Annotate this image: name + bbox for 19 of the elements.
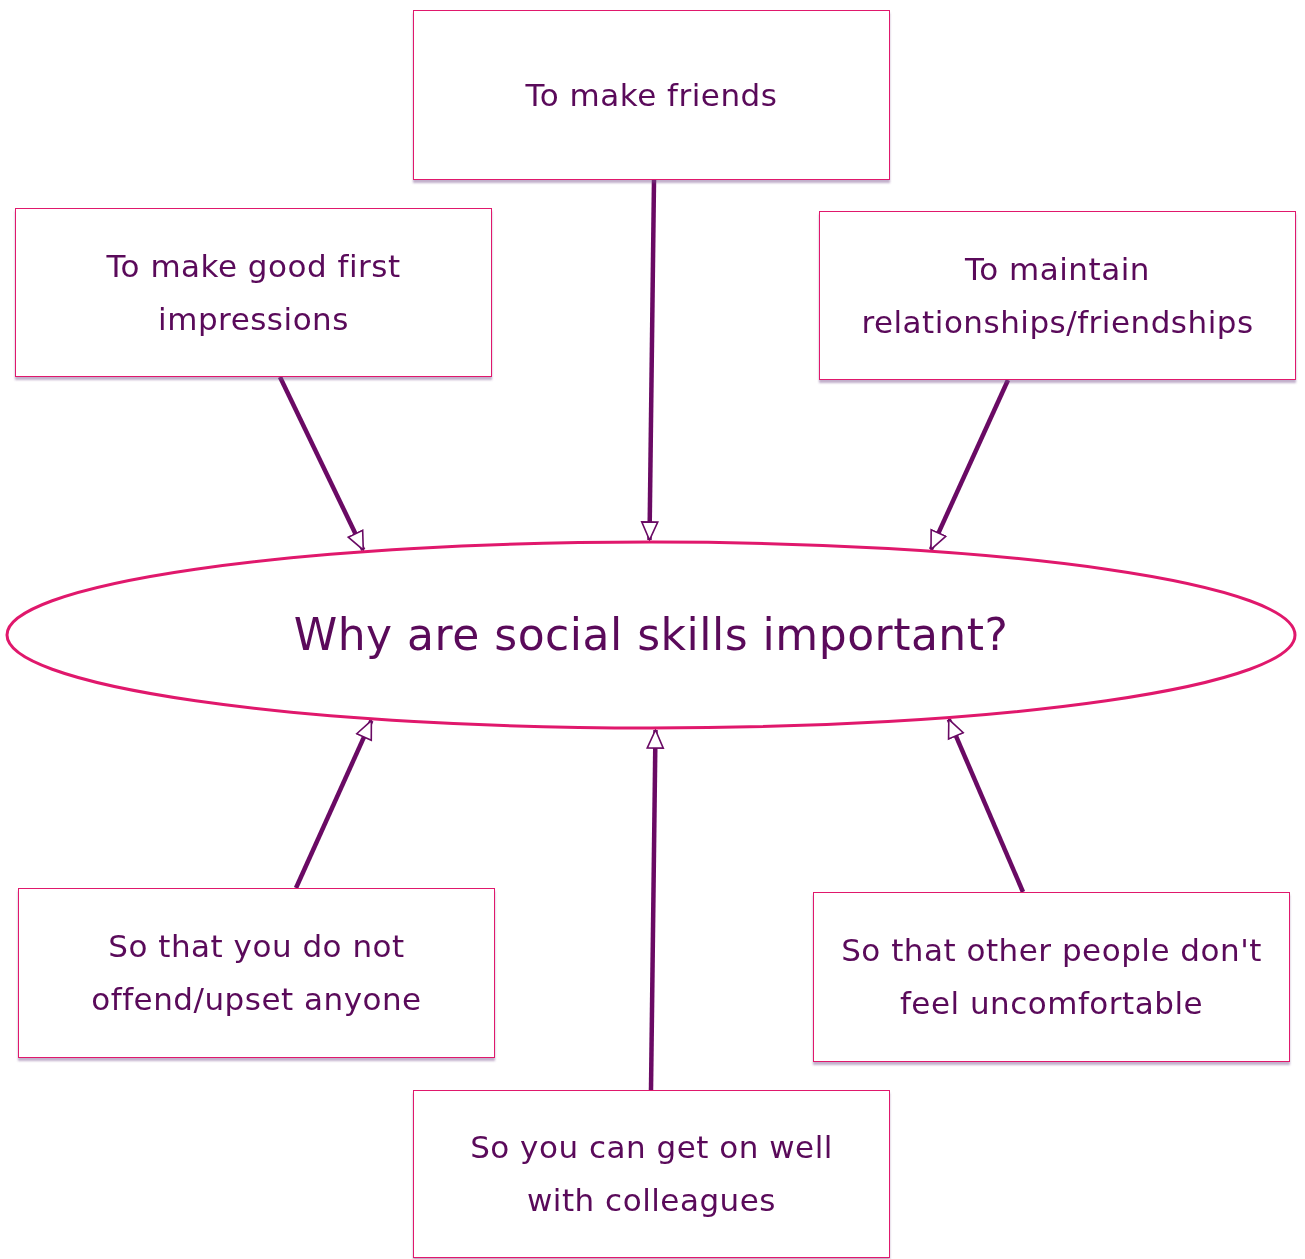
arrow [293, 719, 374, 889]
reason-box [18, 888, 495, 1058]
reason-box [413, 1090, 890, 1258]
reason-text: To make friends [525, 75, 778, 115]
question-text: Why are social skills important? [293, 607, 1009, 662]
reason-box [413, 10, 890, 180]
arrow [640, 179, 659, 541]
reason-text: So that you do not offend/upset anyone [90, 927, 423, 1019]
reason-text: So that other people don't feel uncomfortable [840, 931, 1263, 1023]
arrow [646, 729, 665, 1091]
reason-box [813, 892, 1290, 1062]
arrow [946, 718, 1026, 893]
arrow [277, 376, 366, 551]
reason-box [15, 208, 492, 377]
reason-text: To make good first impressions [105, 246, 402, 339]
reason-text: So you can get on well with colleagues [469, 1128, 834, 1220]
reason-box [819, 211, 1296, 380]
arrow [928, 379, 1011, 551]
reason-text: To maintain relationships/friendships [860, 249, 1255, 342]
